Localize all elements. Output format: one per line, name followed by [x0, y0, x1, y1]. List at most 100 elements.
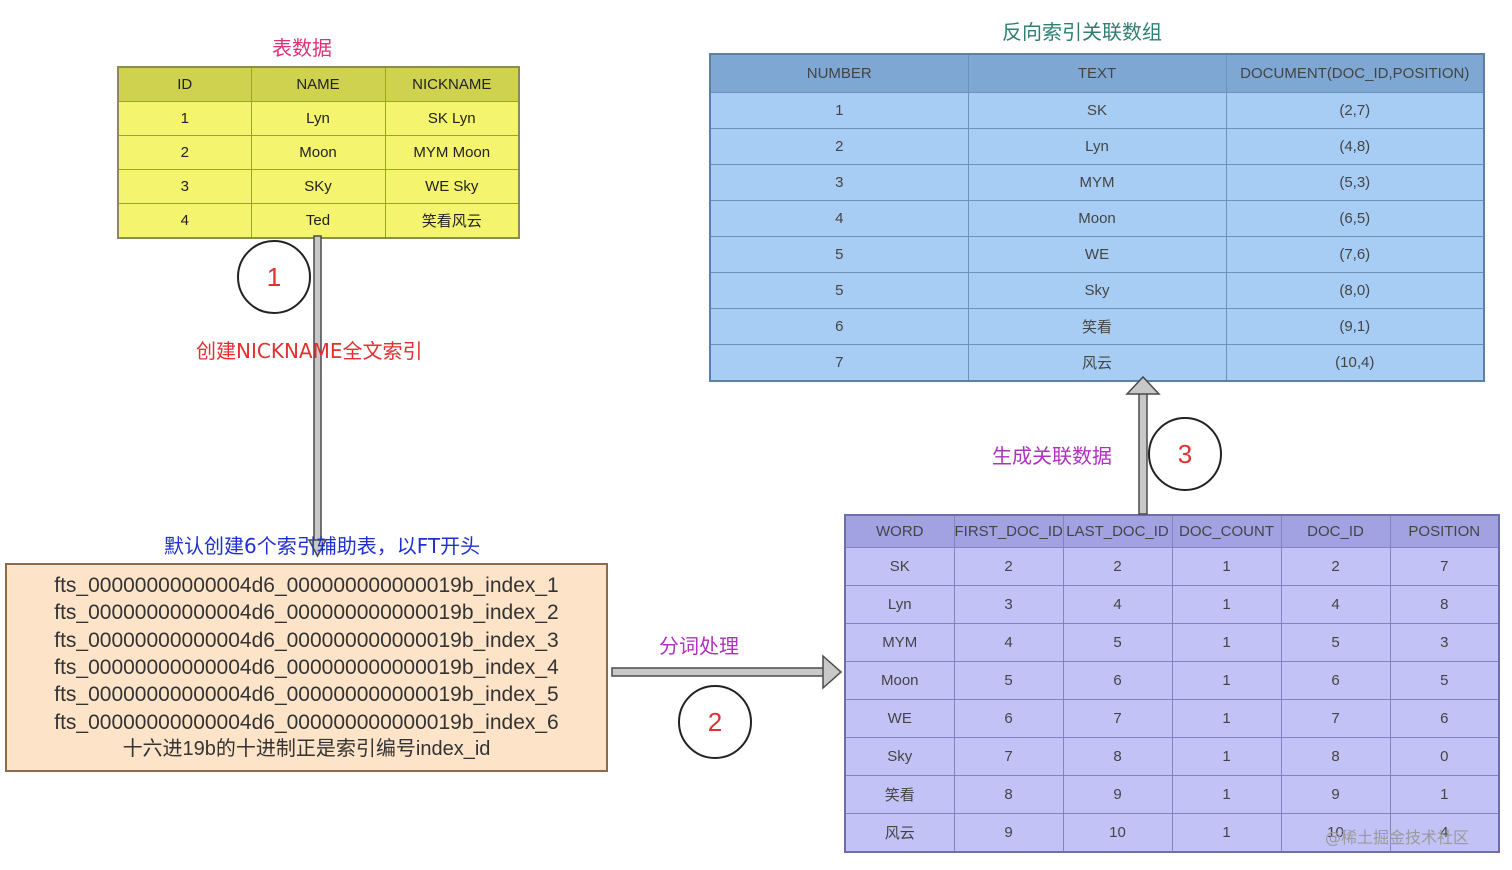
fts-note: 十六进19b的十进制正是索引编号index_id	[122, 738, 491, 761]
table-cell: WE Sky	[384, 169, 520, 204]
table-cell: 风云	[967, 344, 1227, 382]
table-cell: (7,6)	[1225, 236, 1485, 273]
table-cell: 3	[953, 585, 1064, 624]
table-cell: WE	[967, 236, 1227, 273]
table-cell: 1	[1389, 775, 1500, 814]
column-header: DOC_ID	[1280, 514, 1391, 548]
table-cell: SKy	[250, 169, 386, 204]
table-cell: (9,1)	[1225, 308, 1485, 345]
table-cell: 4	[709, 200, 969, 237]
table-cell: MYM	[967, 164, 1227, 201]
table-cell: 0	[1389, 737, 1500, 776]
table-cell: Ted	[250, 203, 386, 239]
table-cell: 1	[117, 101, 252, 136]
table-cell: 1	[1171, 775, 1282, 814]
column-header: FIRST_DOC_ID	[953, 514, 1064, 548]
table-cell: 4	[1062, 585, 1173, 624]
column-header: NAME	[250, 66, 386, 102]
table-cell: 5	[1389, 661, 1500, 700]
column-header: WORD	[844, 514, 955, 548]
arrow-step2-right	[611, 654, 843, 690]
table-cell: (8,0)	[1225, 272, 1485, 309]
fts-table-name: fts_00000000000004d6_000000000000019b_in…	[54, 573, 559, 597]
table-cell: WE	[844, 699, 955, 738]
table-cell: 3	[117, 169, 252, 204]
table-cell: 8	[1280, 737, 1391, 776]
table-cell: 9	[1062, 775, 1173, 814]
table-cell: 3	[709, 164, 969, 201]
table-cell: Lyn	[967, 128, 1227, 165]
table-cell: Moon	[250, 135, 386, 170]
fts-table-name: fts_00000000000004d6_000000000000019b_in…	[54, 683, 559, 707]
table-cell: 10	[1280, 813, 1391, 853]
fts-table-name: fts_00000000000004d6_000000000000019b_in…	[54, 656, 559, 679]
table-cell: 1	[709, 92, 969, 129]
table-cell: 8	[1389, 585, 1500, 624]
step-2-label: 分词处理	[659, 634, 739, 658]
table-cell: 4	[1389, 813, 1500, 853]
table-cell: 5	[1062, 623, 1173, 662]
table-cell: SK	[967, 92, 1227, 129]
table-cell: 4	[1280, 585, 1391, 624]
table-cell: (6,5)	[1225, 200, 1485, 237]
step-2-circle: 2	[678, 685, 752, 759]
table-data-title: 表数据	[272, 36, 332, 60]
fts-table-name: fts_00000000000004d6_000000000000019b_in…	[54, 628, 559, 652]
aux-tables-label: 默认创建6个索引辅助表，以FT开头	[164, 534, 481, 558]
table-cell: 1	[1171, 661, 1282, 700]
table-cell: Moon	[967, 200, 1227, 237]
table-cell: Moon	[844, 661, 955, 700]
table-cell: 3	[1389, 623, 1500, 662]
table-cell: 6	[1062, 661, 1173, 700]
table-cell: 9	[1280, 775, 1391, 814]
table-cell: 5	[1280, 623, 1391, 662]
table-cell: (4,8)	[1225, 128, 1485, 165]
table-cell: 1	[1171, 699, 1282, 738]
table-cell: 5	[709, 236, 969, 273]
column-header: DOC_COUNT	[1171, 514, 1282, 548]
fts-aux-tables-box: fts_00000000000004d6_000000000000019b_in…	[5, 563, 608, 772]
column-header: NUMBER	[709, 53, 969, 93]
table-cell: 7	[1389, 547, 1500, 586]
table-cell: 7	[709, 344, 969, 382]
table-cell: 7	[1280, 699, 1391, 738]
table-cell: 8	[1062, 737, 1173, 776]
table-cell: 2	[117, 135, 252, 170]
step-1-circle: 1	[237, 240, 311, 314]
table-cell: 9	[953, 813, 1064, 853]
watermark: @稀土掘金技术社区	[1325, 828, 1470, 847]
table-cell: 5	[953, 661, 1064, 700]
table-cell: MYM	[844, 623, 955, 662]
table-cell: 7	[953, 737, 1064, 776]
step-3-circle: 3	[1148, 417, 1222, 491]
table-cell: 2	[709, 128, 969, 165]
table-cell: 5	[709, 272, 969, 309]
table-cell: 1	[1171, 547, 1282, 586]
table-cell: 笑看	[844, 775, 955, 814]
table-cell: 1	[1171, 737, 1282, 776]
table-cell: MYM Moon	[384, 135, 520, 170]
table-cell: 笑看	[967, 308, 1227, 345]
fts-table-name: fts_00000000000004d6_000000000000019b_in…	[54, 710, 559, 734]
table-cell: Sky	[844, 737, 955, 776]
step-1-label: 创建NICKNAME全文索引	[196, 339, 423, 363]
column-header: ID	[117, 66, 252, 102]
